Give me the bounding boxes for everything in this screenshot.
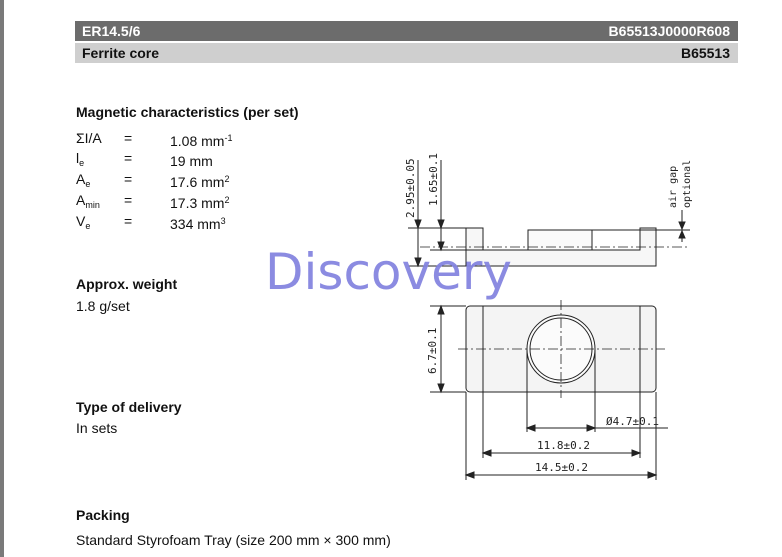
order-code: B65513J0000R608 xyxy=(608,23,730,39)
dim-width: 6.7±0.1 xyxy=(426,328,439,374)
char-equals: = xyxy=(124,130,133,146)
dim-inner-length: 11.8±0.2 xyxy=(537,439,590,452)
char-value: 17.6 mm2 xyxy=(170,174,230,190)
char-symbol: Ae xyxy=(76,171,91,189)
dim-height-total: 2.95±0.05 xyxy=(404,158,417,218)
product-type: Ferrite core xyxy=(82,45,160,61)
packing-value: Standard Styrofoam Tray (size 200 mm × 3… xyxy=(76,532,391,548)
delivery-title: Type of delivery xyxy=(76,399,182,415)
header-bar: ER14.5/6 B65513J0000R608 xyxy=(75,21,738,41)
char-symbol: Amin xyxy=(76,192,100,210)
part-name: ER14.5/6 xyxy=(82,23,141,39)
dim-height-center: 1.65±0.1 xyxy=(427,153,440,206)
air-gap-optional-label: optional xyxy=(682,160,693,208)
char-symbol: le xyxy=(76,150,85,168)
char-value: 1.08 mm-1 xyxy=(170,133,233,149)
watermark: Discovery xyxy=(265,243,513,301)
weight-title: Approx. weight xyxy=(76,276,178,292)
series-code: B65513 xyxy=(680,45,730,61)
delivery-value: In sets xyxy=(76,420,118,436)
char-symbol: Ve xyxy=(76,213,91,231)
air-gap-label: air gap xyxy=(668,166,679,208)
char-symbol: ΣI/A xyxy=(76,130,102,146)
char-value: 17.3 mm2 xyxy=(170,195,230,211)
char-equals: = xyxy=(124,213,133,229)
dim-outer-length: 14.5±0.2 xyxy=(535,461,588,474)
weight-value: 1.8 g/set xyxy=(76,298,130,314)
packing-title: Packing xyxy=(76,507,130,523)
dim-diameter: Ø4.7±0.1 xyxy=(606,415,659,428)
top-view xyxy=(430,300,668,480)
magnetic-title: Magnetic characteristics (per set) xyxy=(76,104,299,120)
subheader-bar: Ferrite core B65513 xyxy=(75,43,738,63)
side-view xyxy=(408,160,690,268)
char-equals: = xyxy=(124,171,133,187)
char-value: 334 mm3 xyxy=(170,216,226,232)
char-equals: = xyxy=(124,150,133,166)
left-border xyxy=(0,0,4,557)
char-equals: = xyxy=(124,192,133,208)
char-value: 19 mm xyxy=(170,153,213,169)
